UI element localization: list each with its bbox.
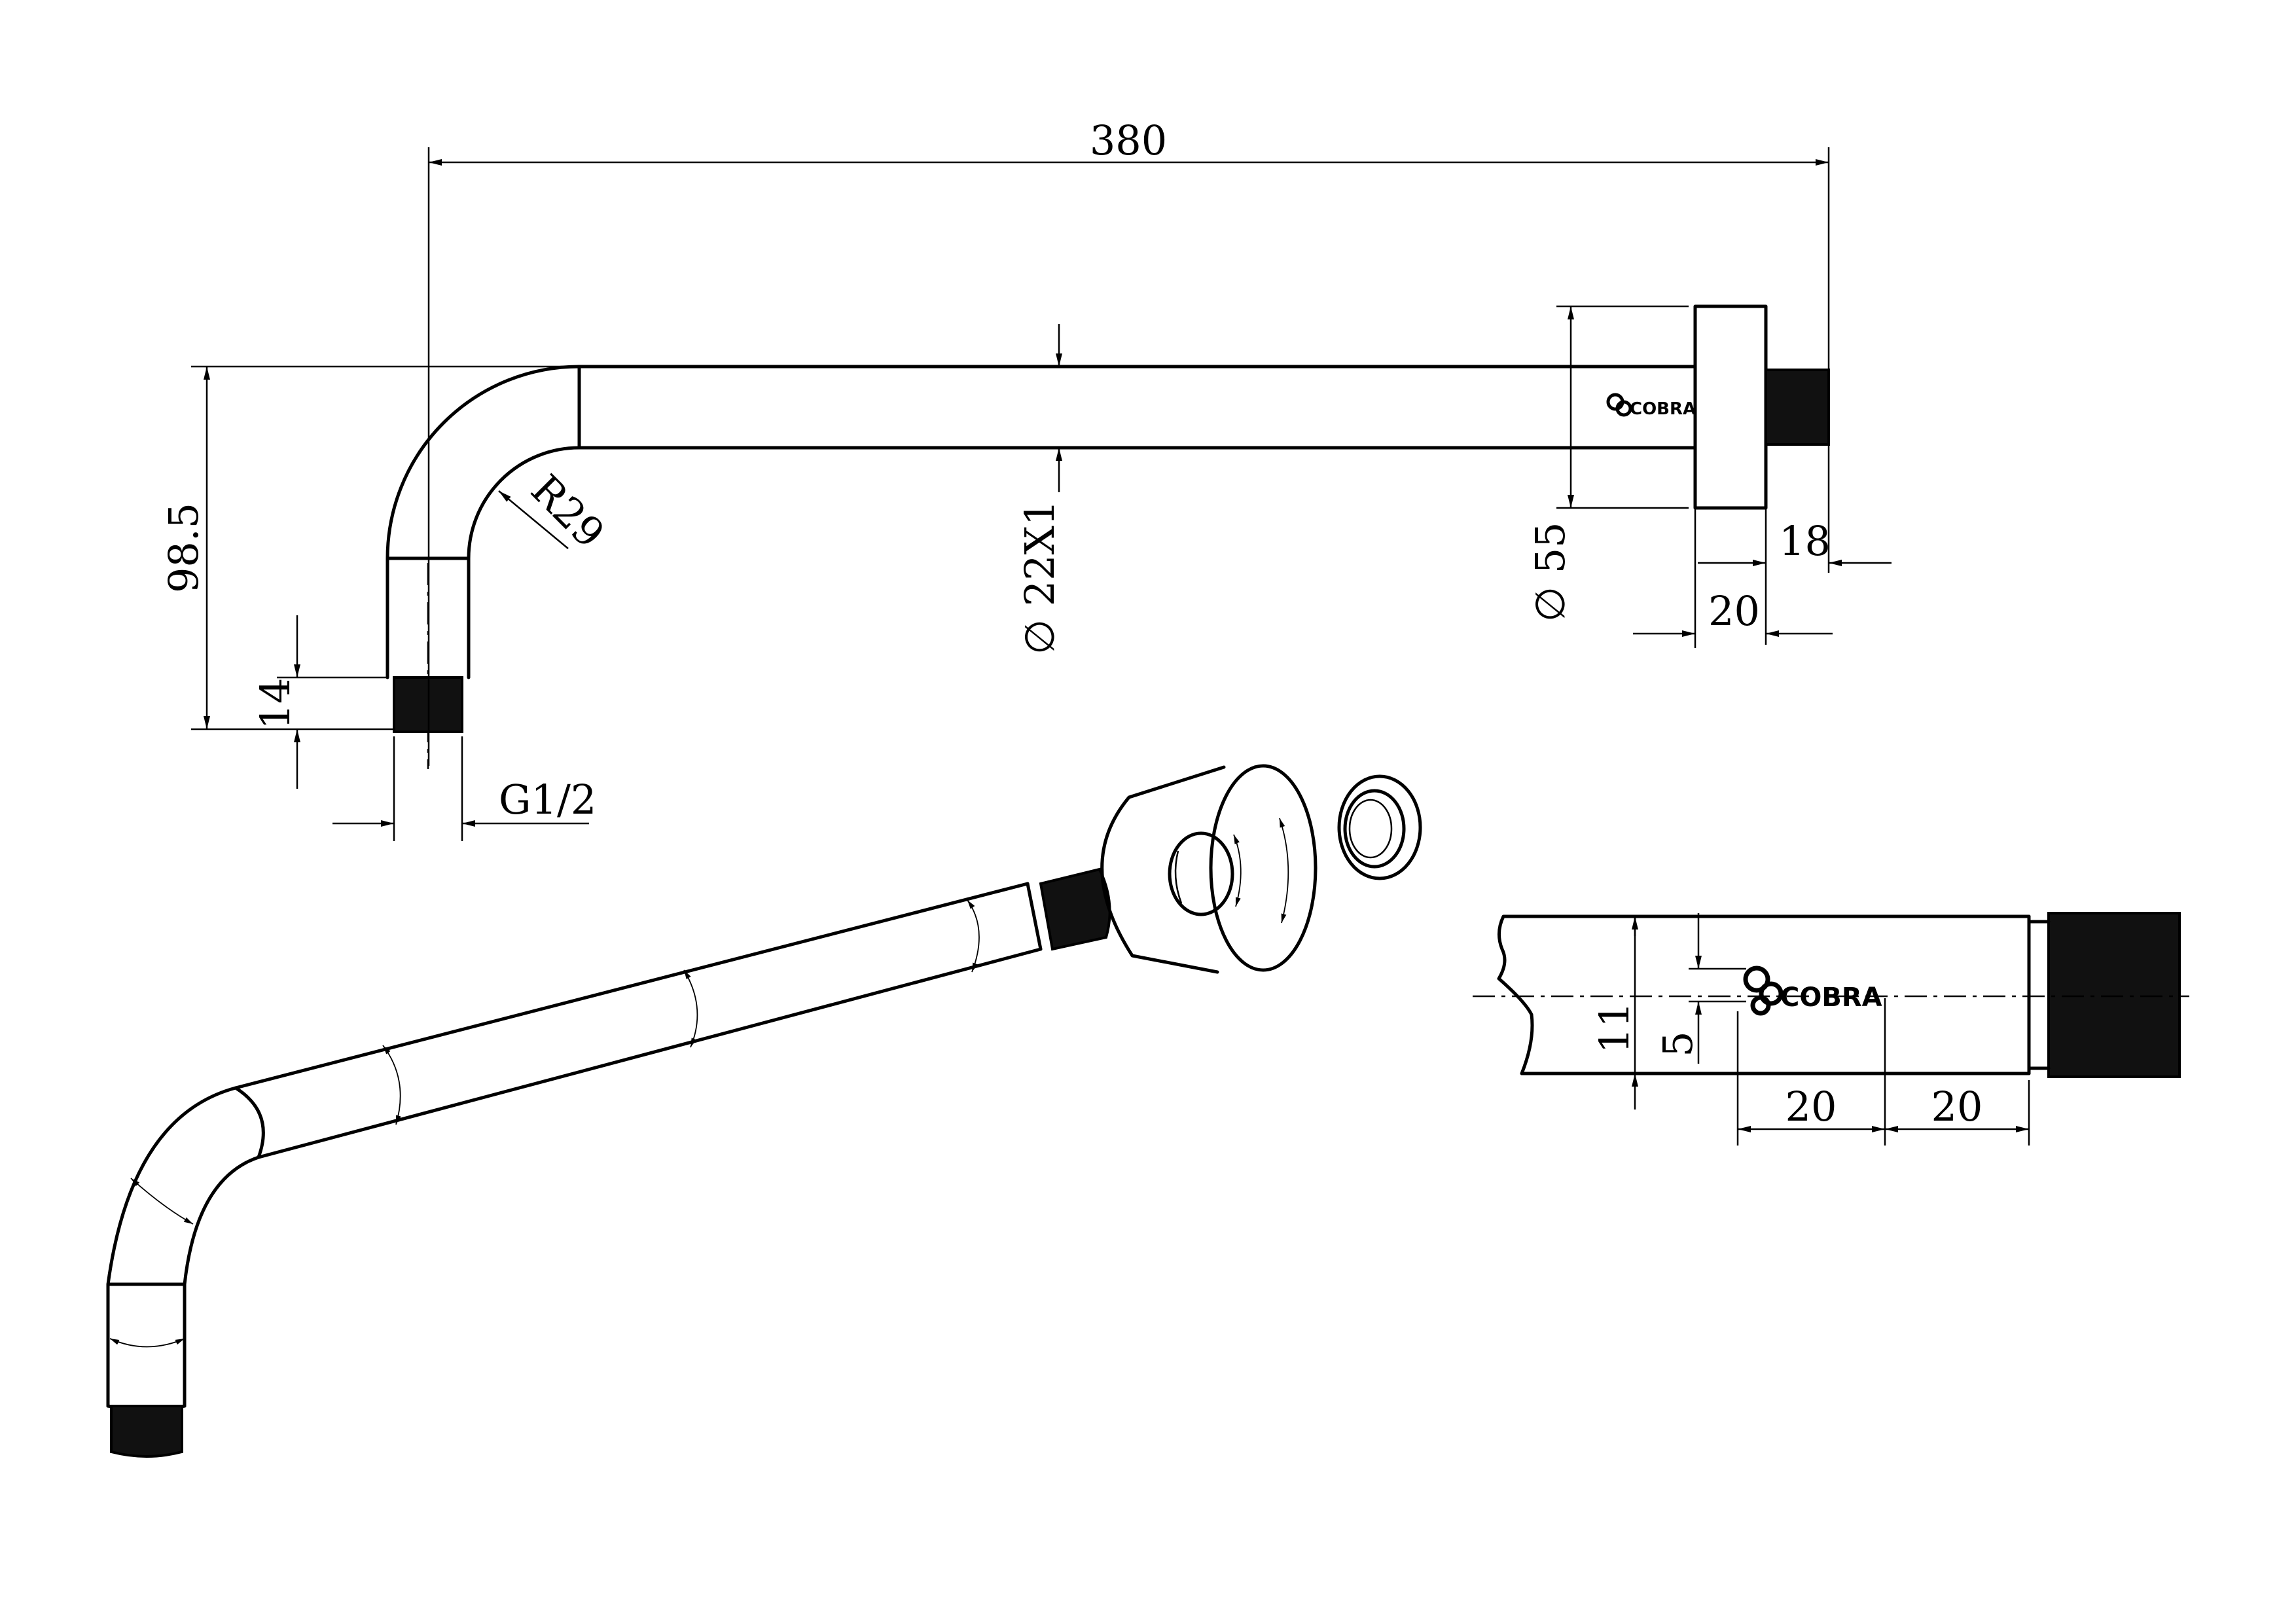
cobra-logo-large: COBRA — [1743, 965, 1882, 1016]
dim-detail-logo: 5 — [1654, 1031, 1702, 1056]
detail-thread — [2047, 912, 2181, 1078]
arm-outline — [386, 365, 1697, 679]
wall-flange — [1693, 304, 1768, 510]
iso-bottom-thread — [110, 1405, 183, 1458]
dim-detail-height: 11 — [1590, 1002, 1638, 1054]
iso-arm-outline — [106, 882, 1043, 1408]
dim-thread-length: 14 — [251, 678, 299, 730]
detail-tube-outline — [1497, 914, 2031, 1075]
dim-thread: G1/2 — [499, 776, 596, 823]
dim-flange-depth: 20 — [1708, 587, 1760, 635]
logo-large-text: COBRA — [1780, 983, 1882, 1013]
iso-arm — [106, 867, 1111, 1458]
wall-thread — [1765, 369, 1830, 446]
iso-tube-thread — [1039, 867, 1111, 951]
dim-detail-pos-2: 20 — [1931, 1083, 1983, 1130]
iso-flange — [1100, 764, 1318, 974]
dim-height: 98.5 — [160, 503, 207, 593]
detail-view: COBRA 11 5 20 20 — [1473, 912, 2189, 1146]
logo-small-text: COBRA — [1630, 399, 1696, 419]
dim-flange: ∅ 55 — [1526, 522, 1574, 622]
dim-bend-radius: R29 — [522, 465, 613, 557]
front-view: COBRA — [386, 304, 1830, 769]
dimensions: 380 98.5 14 G1/2 R29 ∅ 22X1 ∅ 55 18 — [160, 117, 1892, 841]
dim-tube: ∅ 22X1 — [1016, 500, 1064, 655]
cobra-logo-small: COBRA — [1606, 393, 1696, 419]
iso-nut — [1337, 774, 1422, 880]
dim-length: 380 — [1090, 117, 1167, 164]
dim-thread-out: 18 — [1779, 517, 1831, 565]
dim-detail-pos-1: 20 — [1785, 1083, 1837, 1130]
